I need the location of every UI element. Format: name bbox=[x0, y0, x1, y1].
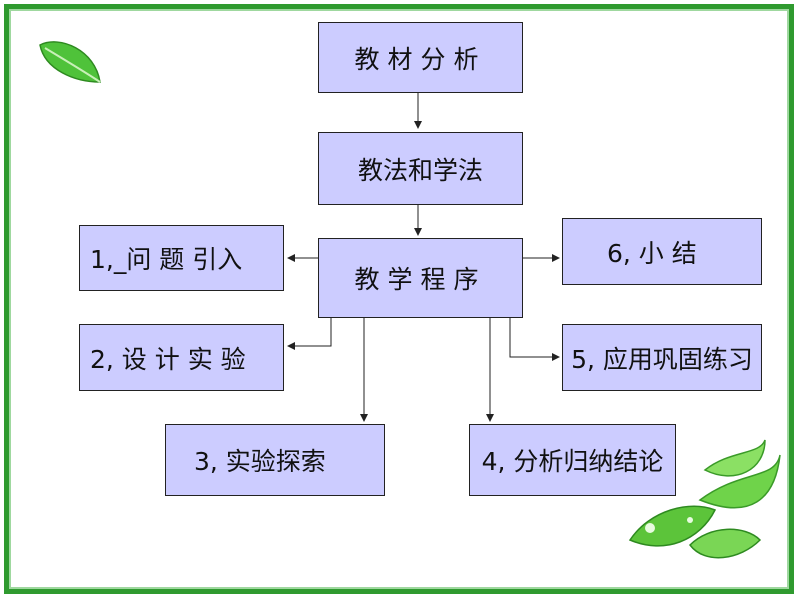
node-methods: 教法和学法 bbox=[318, 132, 523, 205]
node-step4: 4, 分析归纳结论 bbox=[469, 424, 676, 496]
arrow-to-step5 bbox=[509, 318, 560, 361]
node-step1: 1,_问 题 引入 bbox=[79, 225, 284, 291]
node-step6: 6, 小 结 bbox=[562, 218, 762, 285]
node-material-analysis: 教材分析 bbox=[318, 22, 523, 93]
arrow-to-step2 bbox=[287, 318, 332, 350]
leaf-icon bbox=[39, 41, 101, 83]
leaf-icon bbox=[628, 439, 781, 559]
node-step5: 5, 应用巩固练习 bbox=[562, 324, 762, 391]
node-procedure: 教学程序 bbox=[318, 238, 523, 318]
slide-frame bbox=[4, 4, 794, 594]
node-step2: 2, 设 计 实 验 bbox=[79, 324, 284, 391]
node-step3: 3, 实验探索 bbox=[165, 424, 385, 496]
